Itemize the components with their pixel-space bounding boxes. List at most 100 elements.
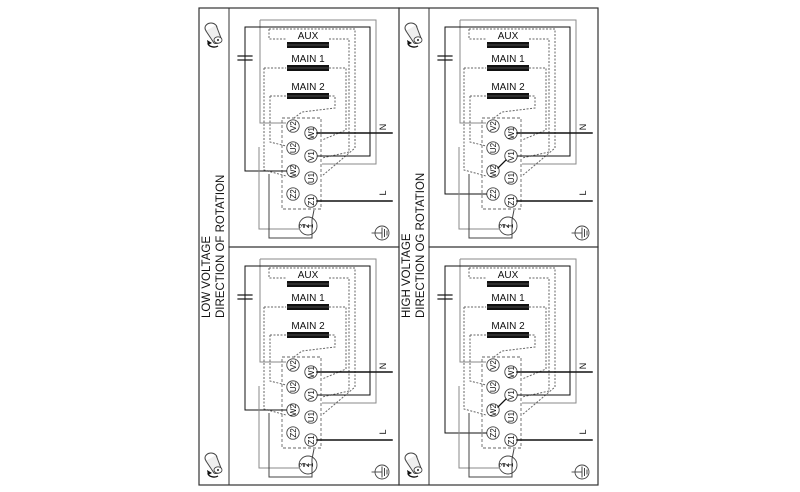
section-labels: LOW VOLTAGE DIRECTION OF ROTATION HIGH V…	[201, 173, 427, 318]
thermal-protector: 321	[298, 455, 318, 475]
terminal-label: W2	[289, 403, 298, 416]
terminal-label: U2	[489, 381, 498, 392]
terminal-w2: W2	[486, 403, 500, 417]
wire	[468, 29, 487, 40]
wire	[469, 335, 487, 386]
terminal-label: U1	[507, 172, 516, 183]
terminal-label: Z2	[289, 189, 298, 199]
terminal-w1: W1	[504, 365, 518, 379]
rotation-arrowhead	[407, 40, 412, 45]
terminal-u2: U2	[286, 380, 300, 394]
coil-label: AUX	[498, 31, 519, 42]
line-label: L	[578, 429, 588, 434]
terminal-label: Z1	[307, 196, 316, 206]
coil-label: MAIN 1	[491, 293, 525, 304]
wire	[469, 96, 487, 147]
wire	[321, 306, 347, 380]
wire	[269, 335, 287, 386]
terminal-label: V2	[489, 121, 498, 131]
terminal-z2: Z2	[486, 187, 500, 201]
terminal-label: V2	[289, 121, 298, 131]
terminal-label: U1	[507, 411, 516, 422]
ground-icon	[571, 464, 590, 480]
capacitor-wire-bottom	[244, 60, 287, 172]
protector-pin-label: 1	[506, 462, 515, 467]
terminal-label: W1	[507, 126, 516, 139]
wire	[463, 307, 487, 416]
terminal-circle	[486, 403, 500, 417]
coil-label: MAIN 2	[491, 82, 525, 93]
wire	[463, 68, 487, 177]
terminal-w1: W1	[504, 126, 518, 140]
ground-icon	[371, 464, 390, 480]
terminal-label: Z1	[307, 435, 316, 445]
protector-wire-2	[268, 413, 315, 478]
shaft-center	[416, 38, 420, 42]
line-label: L	[378, 190, 388, 195]
wire	[459, 259, 486, 363]
terminal-label: W1	[307, 365, 316, 378]
protector-pin-label: 1	[306, 462, 315, 467]
thermal-protector: 321	[498, 455, 518, 475]
protector-pin-label: 2	[302, 223, 311, 228]
wire	[259, 259, 286, 363]
terminal-circle	[486, 141, 500, 155]
capacitor-wire-top	[444, 265, 571, 396]
terminal-z1: Z1	[304, 433, 318, 447]
terminal-circle	[486, 119, 500, 133]
thermal-protector: 321	[298, 216, 318, 236]
terminal-label: V1	[507, 390, 516, 400]
terminal-circle	[286, 187, 300, 201]
terminal-circle	[286, 358, 300, 372]
terminal-circle	[304, 410, 318, 424]
wire	[493, 95, 536, 119]
terminal-v1: V1	[504, 388, 518, 402]
terminal-label: W1	[307, 126, 316, 139]
line-label: L	[578, 190, 588, 195]
terminal-circle	[286, 141, 300, 155]
terminal-label: Z2	[289, 428, 298, 438]
wire	[269, 267, 356, 416]
terminal-z1: Z1	[504, 433, 518, 447]
protector-pin-label: 2	[302, 462, 311, 467]
terminal-label: Z1	[507, 435, 516, 445]
terminal-u2: U2	[286, 141, 300, 155]
terminal-circle	[504, 410, 518, 424]
terminal-label: V2	[489, 360, 498, 370]
link-w2-v1	[497, 398, 507, 408]
terminal-v2: V2	[486, 119, 500, 133]
rotation-arrowhead	[407, 470, 412, 475]
neutral-label: N	[578, 124, 588, 131]
terminal-v1: V1	[304, 388, 318, 402]
terminal-z1: Z1	[504, 194, 518, 208]
shaft-center	[416, 468, 420, 472]
protector-wire-2	[468, 413, 515, 478]
low-voltage-label: LOW VOLTAGE	[201, 236, 213, 318]
wire	[321, 67, 347, 141]
high-voltage-direction-label: DIRECTION OG ROTATION	[415, 173, 427, 318]
wire	[268, 29, 287, 40]
terminal-u2: U2	[486, 141, 500, 155]
coil-label: AUX	[498, 270, 519, 281]
capacitor-wire-top	[444, 26, 571, 157]
shaft-center	[216, 38, 220, 42]
protector-wire-1	[258, 147, 300, 230]
wire	[460, 258, 577, 404]
terminal-v1: V1	[304, 149, 318, 163]
terminal-z2: Z2	[486, 426, 500, 440]
terminal-label: V1	[307, 390, 316, 400]
terminal-circle	[504, 171, 518, 185]
wire	[293, 334, 336, 358]
wire	[293, 95, 336, 119]
terminal-u1: U1	[504, 171, 518, 185]
terminal-u1: U1	[304, 410, 318, 424]
protector-pin-label: 3	[298, 223, 307, 228]
wire	[493, 334, 536, 358]
protector-wire-1	[458, 147, 500, 230]
wire	[469, 267, 556, 416]
wire	[260, 19, 377, 165]
terminal-z2: Z2	[286, 426, 300, 440]
